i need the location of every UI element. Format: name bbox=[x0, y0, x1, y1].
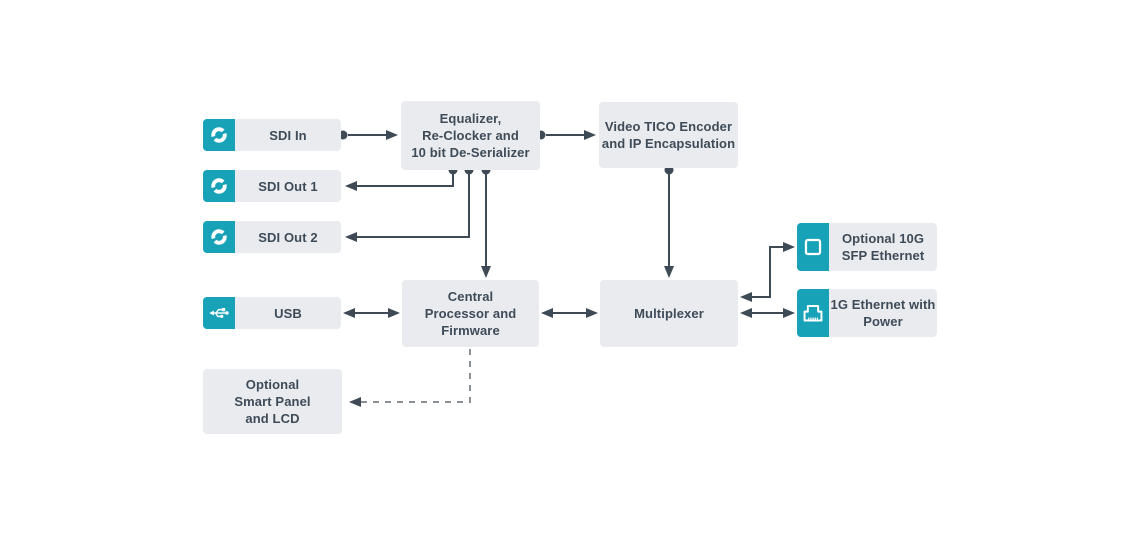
wire-equalizer-to-sdi-out-2 bbox=[345, 171, 470, 242]
block-multiplexer: Multiplexer bbox=[600, 280, 738, 347]
wire-equalizer-to-sdi-out-1 bbox=[345, 171, 454, 191]
block-label: Equalizer, Re-Clocker and 10 bit De-Seri… bbox=[411, 111, 530, 160]
block-label: Optional Smart Panel and LCD bbox=[234, 377, 311, 426]
block-sfp-ethernet: Optional 10G SFP Ethernet bbox=[797, 223, 937, 271]
block-1g-ethernet: 1G Ethernet with Power bbox=[797, 289, 937, 337]
block-central-processor: Central Processor and Firmware bbox=[402, 280, 539, 347]
wire-cpu-to-smart-panel-dashed bbox=[349, 349, 471, 407]
block-smart-panel: Optional Smart Panel and LCD bbox=[203, 369, 342, 434]
block-label: Central Processor and Firmware bbox=[424, 289, 517, 338]
block-usb: USB bbox=[203, 297, 341, 329]
wire-multiplexer-sfp bbox=[740, 242, 795, 302]
sdi-connector-icon bbox=[203, 170, 235, 202]
block-tico-encoder: Video TICO Encoder and IP Encapsulation bbox=[599, 102, 738, 168]
block-equalizer: Equalizer, Re-Clocker and 10 bit De-Seri… bbox=[401, 101, 540, 170]
sdi-connector-icon bbox=[203, 119, 235, 151]
block-sdi-in: SDI In bbox=[203, 119, 341, 151]
block-label: SDI Out 1 bbox=[235, 170, 341, 202]
sdi-connector-icon bbox=[203, 221, 235, 253]
ethernet-port-icon bbox=[797, 289, 829, 337]
block-label: Video TICO Encoder and IP Encapsulation bbox=[601, 119, 736, 151]
block-sdi-out-1: SDI Out 1 bbox=[203, 170, 341, 202]
block-label: SDI In bbox=[235, 119, 341, 151]
block-label: SDI Out 2 bbox=[235, 221, 341, 253]
block-label: USB bbox=[235, 297, 341, 329]
block-label: Multiplexer bbox=[634, 306, 704, 321]
block-label: 1G Ethernet with Power bbox=[829, 289, 937, 337]
sfp-port-icon bbox=[797, 223, 829, 271]
usb-icon bbox=[203, 297, 235, 329]
block-sdi-out-2: SDI Out 2 bbox=[203, 221, 341, 253]
block-label: Optional 10G SFP Ethernet bbox=[829, 223, 937, 271]
